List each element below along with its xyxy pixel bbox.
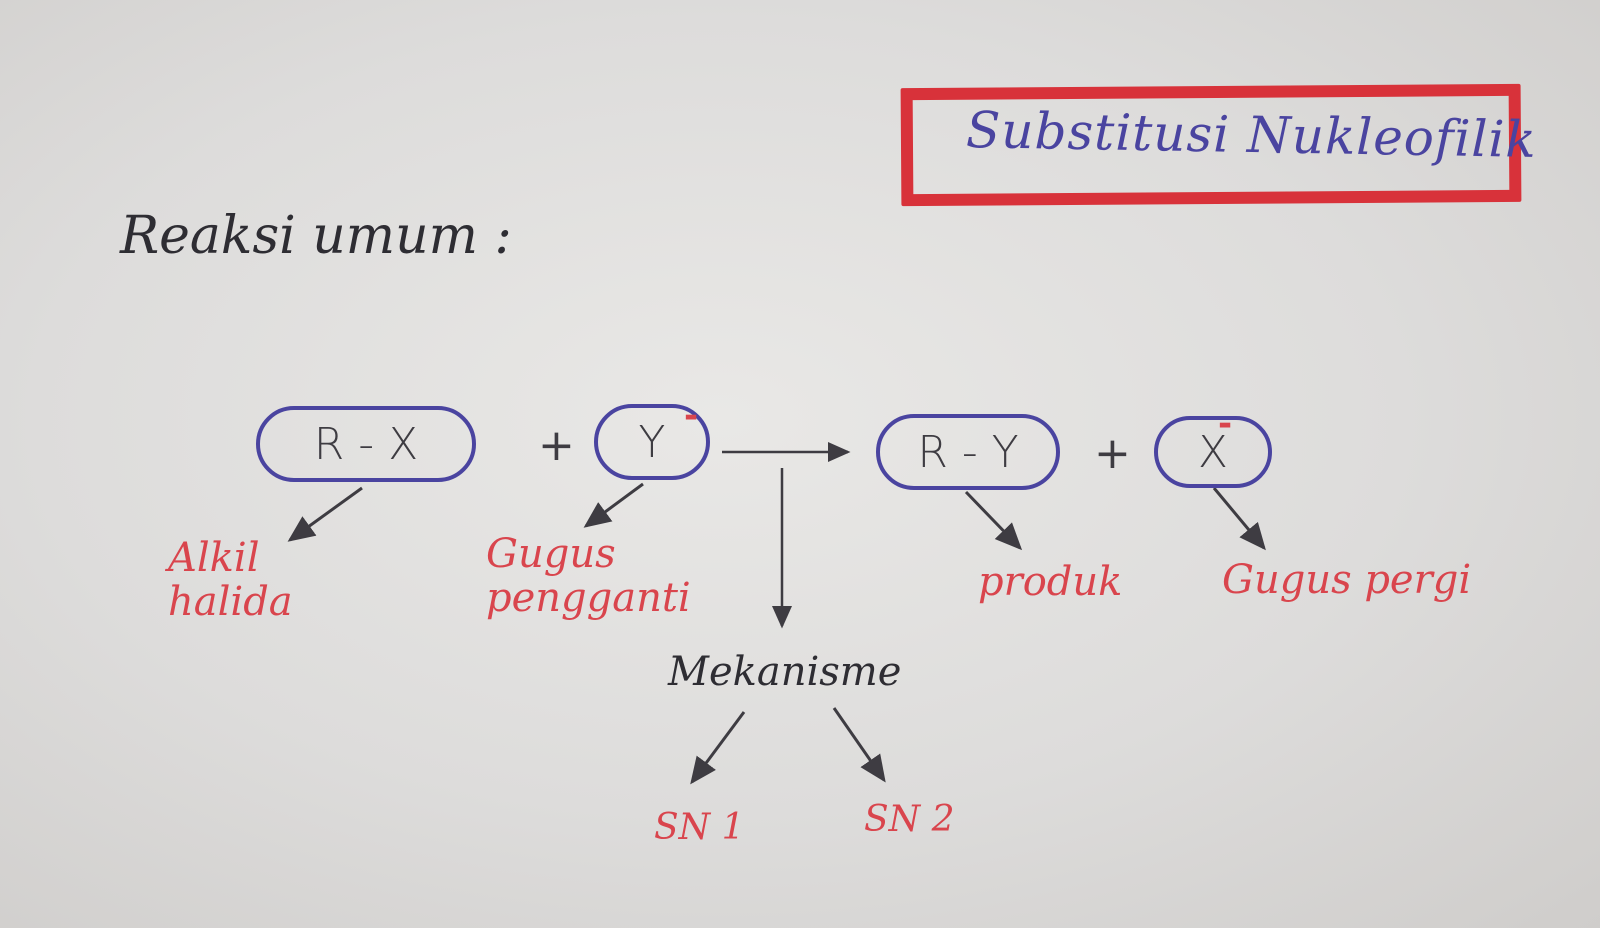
product-substituted: R - Y	[876, 414, 1060, 490]
reactant-alkyl-halide: R - X	[256, 406, 476, 482]
sn1-arrow	[690, 711, 746, 785]
alkyl-halide-arrow	[287, 486, 363, 542]
label-mechanism: Mekanisme	[668, 649, 902, 695]
leaving-group-arrow	[1212, 487, 1266, 551]
heading-general-reaction: Reaksi umum :	[120, 206, 512, 266]
product-substituted-text: R - Y	[917, 426, 1019, 478]
label-sn2: SN 2	[864, 799, 955, 840]
label-alkyl-halide-line2: halida	[168, 579, 293, 625]
label-leaving-group: Gugus pergi	[1222, 557, 1472, 603]
reactant-nucleophile-text: Y	[638, 416, 666, 468]
label-nucleophile: Gugus pengganti	[486, 532, 691, 620]
label-product: produk	[978, 559, 1123, 605]
label-sn1: SN 1	[654, 807, 745, 848]
product-leaving-group-text: X	[1197, 426, 1229, 478]
label-nucleophile-line1: Gugus	[486, 531, 616, 577]
nucleophile-arrow	[583, 482, 644, 528]
label-alkyl-halide: Alkil halida	[168, 536, 293, 624]
plus-sign-right: +	[1094, 428, 1131, 479]
label-nucleophile-line2: pengganti	[486, 575, 691, 621]
plus-sign-left: +	[538, 420, 575, 471]
nucleophile-charge: -	[684, 396, 699, 436]
leaving-group-charge: -	[1218, 404, 1233, 444]
product-arrow	[964, 490, 1023, 551]
reactant-alkyl-halide-text: R - X	[313, 418, 419, 470]
sn2-arrow	[832, 707, 886, 783]
label-alkyl-halide-line1: Alkil	[168, 535, 260, 581]
reactant-nucleophile: Y	[594, 404, 710, 480]
product-leaving-group: X	[1154, 416, 1272, 488]
